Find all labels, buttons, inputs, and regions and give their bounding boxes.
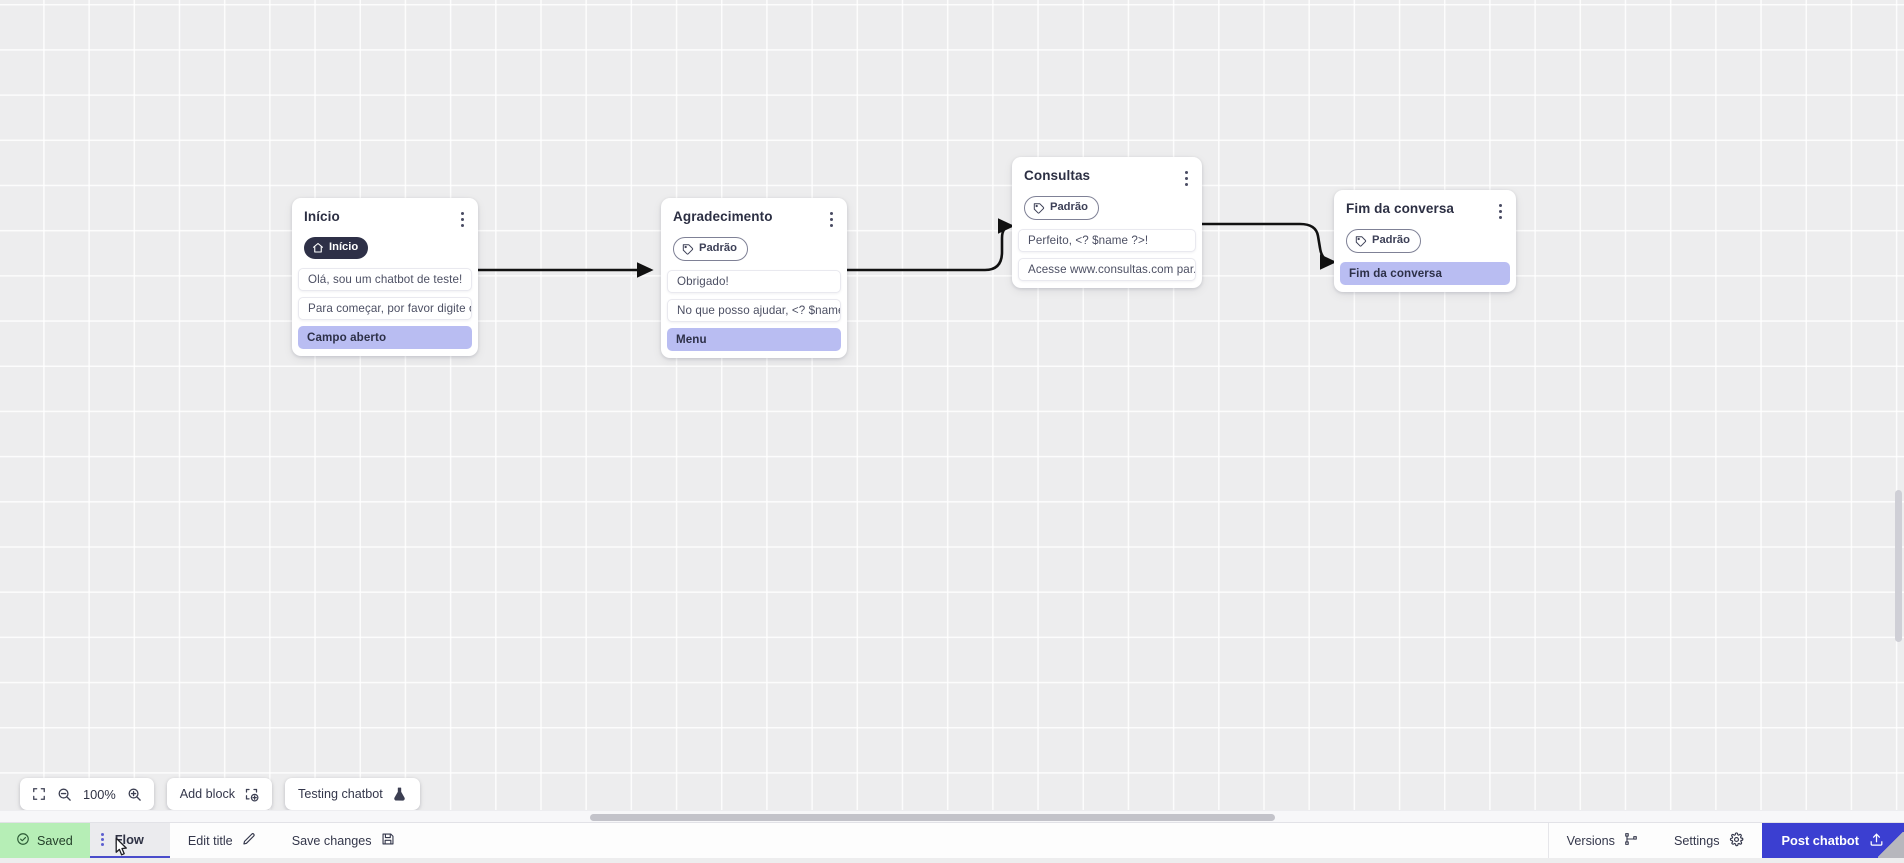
horizontal-scrollbar[interactable] — [0, 810, 1904, 822]
flow-block-inicio[interactable]: Início Início Olá, sou um chatbot de tes… — [292, 198, 478, 356]
flow-connectors — [0, 0, 1904, 822]
save-changes-label: Save changes — [292, 834, 372, 848]
more-vertical-icon[interactable] — [453, 209, 467, 230]
zoom-level-label: 100% — [83, 787, 116, 802]
block-row-action[interactable]: Campo aberto — [298, 326, 472, 349]
block-title: Consultas — [1024, 168, 1090, 184]
block-row-action[interactable]: Menu — [667, 328, 841, 351]
vertical-scrollbar-thumb[interactable] — [1895, 490, 1902, 642]
block-rows: Olá, sou um chatbot de teste! Para começ… — [292, 268, 478, 349]
more-vertical-icon[interactable] — [822, 209, 836, 230]
status-bar-right: Versions Settings Post chatbot — [1548, 823, 1904, 858]
more-vertical-icon[interactable] — [1177, 168, 1191, 189]
block-badge-padrao: Padrão — [1346, 229, 1421, 253]
tag-icon — [1355, 235, 1367, 247]
flow-canvas[interactable]: Início Início Olá, sou um chatbot de tes… — [0, 0, 1904, 822]
settings-button[interactable]: Settings — [1656, 823, 1762, 858]
block-row-message[interactable]: Obrigado! — [667, 270, 841, 293]
zoom-out-icon[interactable] — [57, 787, 72, 802]
edge-consultas-to-fim — [1202, 224, 1334, 262]
check-circle-icon — [16, 832, 30, 849]
block-row-message[interactable]: Olá, sou um chatbot de teste! — [298, 268, 472, 291]
tag-icon — [682, 243, 694, 255]
flow-block-fim-da-conversa[interactable]: Fim da conversa Padrão Fim da conversa — [1334, 190, 1516, 292]
status-bar-spacer — [413, 823, 1548, 858]
testing-chatbot-label: Testing chatbot — [298, 787, 383, 801]
zoom-in-icon[interactable] — [127, 787, 142, 802]
add-block-label: Add block — [180, 787, 235, 801]
gear-icon — [1729, 832, 1744, 850]
block-badge-row: Padrão — [1334, 222, 1516, 262]
block-badge-row: Início — [292, 230, 478, 268]
tag-icon — [1033, 202, 1045, 214]
block-title: Fim da conversa — [1346, 201, 1454, 217]
canvas-toolbar: 100% Add block Testing chatbot — [20, 778, 420, 810]
versions-button[interactable]: Versions — [1549, 823, 1656, 858]
zoom-controls: 100% — [20, 778, 154, 810]
status-bar-left: Saved Flow Edit title Save changes — [0, 823, 413, 858]
block-row-action[interactable]: Fim da conversa — [1340, 262, 1510, 285]
tab-flow-label: Flow — [115, 832, 144, 847]
testing-chatbot-button[interactable]: Testing chatbot — [285, 778, 420, 810]
block-title: Agradecimento — [673, 209, 773, 225]
block-header: Início — [292, 209, 478, 230]
block-header: Consultas — [1012, 168, 1202, 189]
badge-label: Padrão — [699, 243, 737, 254]
edit-title-button[interactable]: Edit title — [170, 823, 274, 858]
block-badge-padrao: Padrão — [673, 237, 748, 261]
vertical-scrollbar[interactable] — [1892, 0, 1904, 810]
block-rows: Fim da conversa — [1334, 262, 1516, 285]
block-row-message[interactable]: Perfeito, <? $name ?>! — [1018, 229, 1196, 252]
block-badge-row: Padrão — [1012, 189, 1202, 229]
badge-label: Padrão — [1050, 202, 1088, 213]
flow-block-consultas[interactable]: Consultas Padrão Perfeito, <? $name ?>! … — [1012, 157, 1202, 288]
block-row-message[interactable]: Acesse www.consultas.com par... — [1018, 258, 1196, 281]
drag-handle-icon[interactable] — [99, 831, 106, 849]
more-vertical-icon[interactable] — [1491, 201, 1505, 222]
tab-flow[interactable]: Flow — [90, 823, 170, 858]
flask-icon — [392, 786, 407, 802]
git-branch-icon — [1624, 832, 1638, 849]
badge-label: Padrão — [1372, 235, 1410, 246]
edge-agradecimento-to-consultas — [847, 226, 1012, 270]
block-rows: Perfeito, <? $name ?>! Acesse www.consul… — [1012, 229, 1202, 281]
block-title: Início — [304, 209, 340, 225]
block-badge-padrao: Padrão — [1024, 196, 1099, 220]
horizontal-scrollbar-thumb[interactable] — [590, 814, 1275, 821]
block-header: Fim da conversa — [1334, 201, 1516, 222]
window-resize-grip[interactable] — [1878, 832, 1904, 858]
saved-badge: Saved — [0, 823, 90, 858]
block-row-message[interactable]: Para começar, por favor digite o ... — [298, 297, 472, 320]
home-icon — [312, 242, 324, 254]
block-badge-row: Padrão — [661, 230, 847, 270]
save-changes-button[interactable]: Save changes — [274, 823, 413, 858]
flow-block-agradecimento[interactable]: Agradecimento Padrão Obrigado! No que po… — [661, 198, 847, 358]
save-disk-icon — [381, 832, 395, 849]
block-row-message[interactable]: No que posso ajudar, <? $name ... — [667, 299, 841, 322]
saved-label: Saved — [37, 834, 73, 848]
versions-label: Versions — [1567, 834, 1615, 848]
edit-title-label: Edit title — [188, 834, 233, 848]
status-bar: Saved Flow Edit title Save changes — [0, 822, 1904, 858]
block-badge-inicio: Início — [304, 237, 368, 259]
pencil-icon — [242, 832, 256, 849]
badge-label: Início — [329, 242, 358, 253]
settings-label: Settings — [1674, 834, 1720, 848]
block-header: Agradecimento — [661, 209, 847, 230]
block-rows: Obrigado! No que posso ajudar, <? $name … — [661, 270, 847, 351]
add-block-button[interactable]: Add block — [167, 778, 272, 810]
post-chatbot-label: Post chatbot — [1782, 833, 1860, 848]
fit-screen-icon[interactable] — [32, 787, 46, 801]
add-block-icon — [244, 787, 259, 802]
